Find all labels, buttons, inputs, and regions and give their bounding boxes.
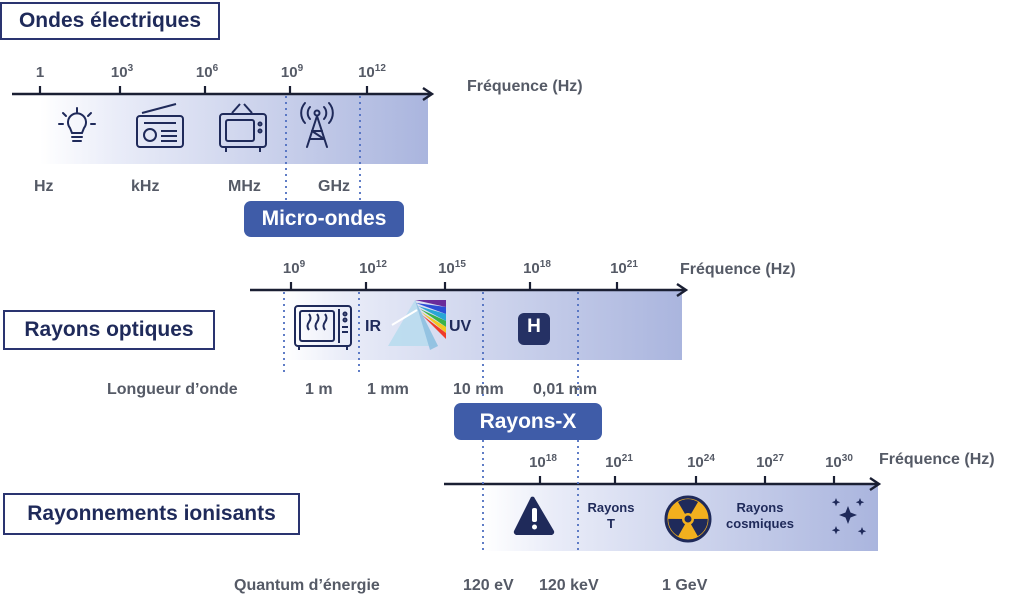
tick-label-electric-0: 1 (35, 64, 45, 81)
unit-label-khz: kHz (131, 178, 160, 195)
tick-label-optical-0: 109 (282, 259, 306, 277)
tick-label-ionizing-2: 1024 (687, 453, 715, 471)
axis-label-ionizing: Fréquence (Hz) (879, 451, 995, 468)
hydrogen-icon (518, 313, 550, 345)
tick-label-ionizing-3: 1027 (756, 453, 784, 471)
unit-label-mhz: MHz (228, 178, 261, 195)
prism-icon (388, 300, 446, 350)
unit-label-hz: Hz (34, 178, 54, 195)
optical-tick-marks (289, 282, 619, 290)
warning-icon (513, 496, 555, 536)
energy-value-2: 1 GeV (662, 577, 708, 594)
row-label-energy: Quantum d’énergie (234, 577, 380, 594)
ionizing-axis (444, 477, 882, 491)
wavelength-value-1: 1 mm (367, 381, 409, 398)
tick-label-electric-4: 1012 (358, 63, 386, 81)
antenna-tower-icon (300, 102, 334, 148)
row-label-wavelength: Longueur d’onde (107, 381, 238, 398)
sparkles-icon (831, 498, 867, 536)
band-inner-gamma: Rayons T (587, 500, 635, 531)
tick-label-optical-3: 1018 (523, 259, 551, 277)
microwave-oven-icon (294, 305, 352, 350)
tick-label-ionizing-4: 1030 (825, 453, 853, 471)
optical-axis (250, 283, 689, 297)
tick-label-electric-1: 103 (110, 63, 134, 81)
tick-label-ionizing-0: 1018 (529, 453, 557, 471)
ionizing-tick-marks (538, 476, 836, 484)
optical-band-gradient (285, 290, 682, 360)
section-title-ionizing: Rayonnements ionisants (3, 493, 300, 535)
axis-label-electric: Fréquence (Hz) (467, 78, 583, 95)
energy-value-0: 120 eV (463, 577, 514, 594)
energy-value-1: 120 keV (539, 577, 599, 594)
band-inner-uv: UV (449, 318, 472, 335)
tv-icon (219, 103, 267, 152)
band-label-microwaves: Micro-ondes (244, 201, 404, 237)
wavelength-value-0: 1 m (305, 381, 333, 398)
electric-band-gradient (40, 94, 428, 164)
band-label-xrays: Rayons-X (454, 403, 602, 440)
section-title-electric: Ondes électriques (0, 2, 220, 40)
hydrogen-symbol: H (527, 316, 541, 337)
wavelength-value-2: 10 mm (453, 381, 504, 398)
band-inner-cosmic: Rayons cosmiques (726, 500, 794, 531)
tick-label-electric-3: 109 (280, 63, 304, 81)
radiation-icon (664, 495, 712, 543)
lightbulb-icon (58, 107, 96, 142)
dotted-guides (283, 96, 579, 552)
tick-label-optical-2: 1015 (438, 259, 466, 277)
tick-label-ionizing-1: 1021 (605, 453, 633, 471)
unit-label-ghz: GHz (318, 178, 350, 195)
band-inner-ir: IR (365, 318, 381, 335)
radio-icon (136, 103, 184, 148)
tick-label-electric-2: 106 (195, 63, 219, 81)
wavelength-value-3: 0,01 mm (533, 381, 598, 398)
axis-label-optical: Fréquence (Hz) (680, 261, 796, 278)
electric-tick-marks (38, 86, 369, 94)
tick-label-optical-4: 1021 (610, 259, 638, 277)
tick-label-optical-1: 1012 (359, 259, 387, 277)
electric-axis (12, 87, 435, 101)
section-title-optical: Rayons optiques (3, 310, 215, 350)
